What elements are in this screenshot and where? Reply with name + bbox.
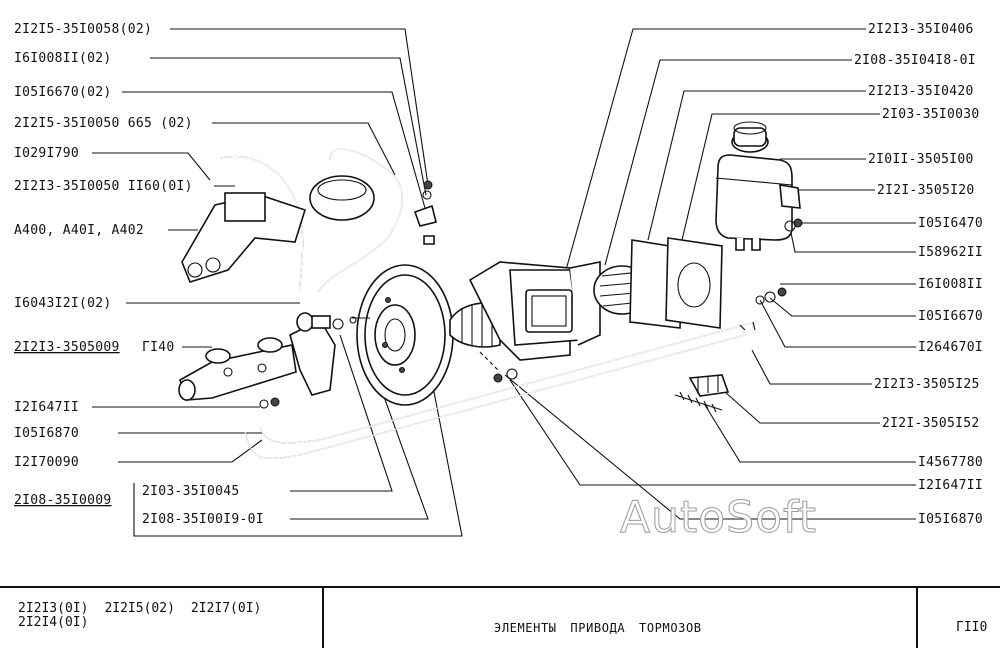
- callout-l2: I6I008II(02): [14, 51, 112, 66]
- sheet-title: ЭЛЕМЕНТЫ ПРИВОДА ТОРМОЗОВ: [494, 621, 702, 635]
- model-cell: 2I2I3(0I) 2I2I5(02) 2I2I7(0I) 2I2I4(0I): [0, 588, 324, 648]
- callout-l4: 2I2I5-35I0050 665 (02): [14, 116, 193, 131]
- callout-r10: I05I6670: [918, 309, 983, 324]
- left-labels: 2I2I5-35I0058(02) I6I008II(02) I05I6670(…: [14, 22, 264, 527]
- model-code: 2I2I4(0I): [18, 615, 89, 630]
- callout-l7: A400, A40I, A402: [14, 223, 144, 238]
- callout-r1: 2I2I3-35I0406: [868, 22, 974, 37]
- callout-l14: 2I03-35I0045: [142, 484, 240, 499]
- sheet-code: ГII0: [956, 620, 988, 635]
- right-labels: 2I2I3-35I0406 2I08-35I04I8-0I 2I2I3-35I0…: [854, 22, 983, 527]
- callout-l12: I2I70090: [14, 455, 79, 470]
- callout-r7: I05I6470: [918, 216, 983, 231]
- callout-r11: I264670I: [918, 340, 983, 355]
- callout-r8: I58962II: [918, 245, 983, 260]
- model-code: 2I2I3(0I): [18, 601, 89, 616]
- callout-r16: I05I6870: [918, 512, 983, 527]
- callout-l3: I05I6670(02): [14, 85, 112, 100]
- callout-l13: 2I08-35I0009: [14, 493, 112, 508]
- callout-l11: I05I6870: [14, 426, 79, 441]
- model-code: 2I2I7(0I): [190, 601, 262, 616]
- title-block: 2I2I3(0I) 2I2I5(02) 2I2I7(0I) 2I2I4(0I) ЭЛ…: [0, 586, 1000, 648]
- callout-r2: 2I08-35I04I8-0I: [854, 53, 976, 68]
- model-code: 2I2I5(02): [104, 601, 175, 616]
- callout-r5: 2I0II-3505I00: [868, 152, 974, 167]
- callout-l5: I029I790: [14, 146, 79, 161]
- callout-r13: 2I2I-3505I52: [882, 416, 980, 431]
- callout-r6: 2I2I-3505I20: [877, 183, 975, 198]
- callout-l9b: ГI40: [142, 340, 175, 355]
- callout-r9: I6I008II: [918, 277, 983, 292]
- callout-r14: I4567780: [918, 455, 983, 470]
- callout-l15: 2I08-35I00I9-0I: [142, 512, 264, 527]
- callout-r15: I2I647II: [918, 478, 983, 493]
- callout-l8: I6043I2I(02): [14, 296, 112, 311]
- callout-r12: 2I2I3-3505I25: [874, 377, 980, 392]
- callout-l10: I2I647II: [14, 400, 79, 415]
- model-list: 2I2I3(0I) 2I2I5(02) 2I2I7(0I) 2I2I4(0I): [18, 602, 277, 630]
- callout-l1: 2I2I5-35I0058(02): [14, 22, 152, 37]
- callout-r4: 2I03-35I0030: [882, 107, 980, 122]
- watermark: AutoSoft: [620, 492, 817, 543]
- sheet-cell: ГII0: [918, 588, 1000, 648]
- title-cell: ЭЛЕМЕНТЫ ПРИВОДА ТОРМОЗОВ: [324, 588, 918, 648]
- callout-l6: 2I2I3-35I0050 II60(0I): [14, 179, 193, 194]
- parts-drawing: [178, 121, 803, 459]
- callout-r3: 2I2I3-35I0420: [868, 84, 974, 99]
- callout-l9: 2I2I3-3505009: [14, 340, 120, 355]
